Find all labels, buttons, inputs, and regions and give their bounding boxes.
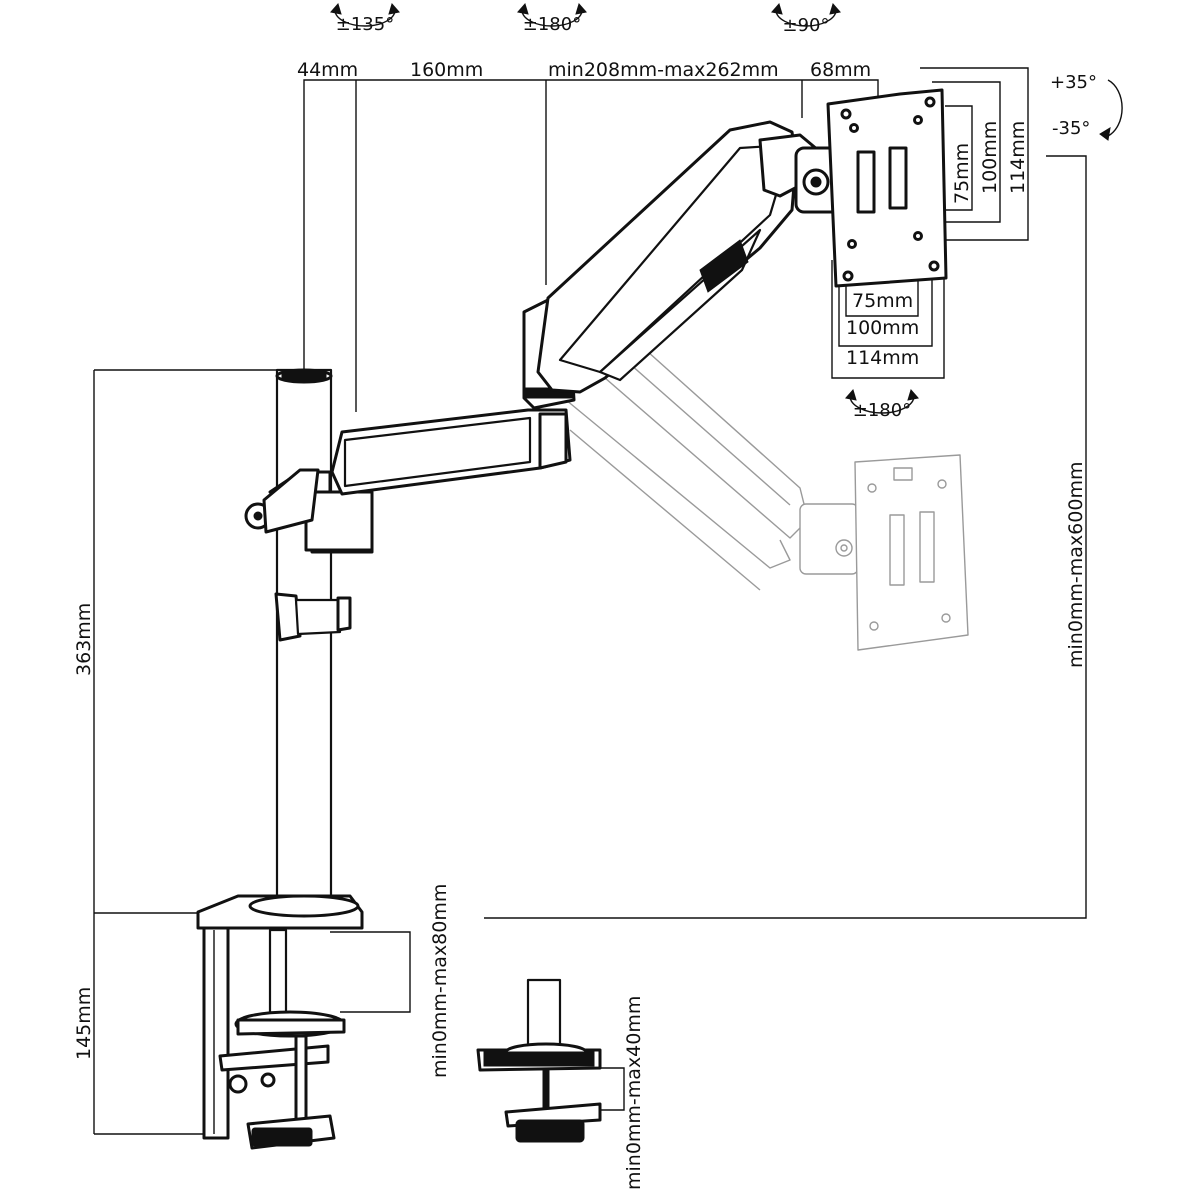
- vesa-frames: [831, 67, 1029, 379]
- grommet-mount: [476, 978, 602, 1143]
- pole-height-label: 363mm: [73, 603, 95, 676]
- upper-gas-spring-arm: [522, 120, 798, 410]
- tilt-arrow: +35° -35°: [1050, 72, 1123, 141]
- tilt-down-label: -35°: [1052, 118, 1090, 139]
- rotation-badge-180-plate: ±180°: [845, 388, 919, 421]
- pole-height-dimension: [93, 369, 300, 1135]
- rotation-badge-180-top: ±180°: [517, 2, 587, 35]
- vesa-horizontal-114: 114mm: [846, 347, 919, 369]
- rotation-label-top-middle: ±180°: [523, 14, 581, 35]
- height-range-label: min0mm-max600mm: [1065, 462, 1087, 668]
- clamp-thickness-label: min0mm-max80mm: [429, 884, 451, 1078]
- rotation-label-top-right: ±90°: [783, 15, 830, 36]
- arm2-length-label: min208mm-max262mm: [548, 59, 779, 81]
- tilt-up-label: +35°: [1050, 72, 1097, 93]
- vesa-horizontal-75: 75mm: [852, 290, 913, 312]
- desk-clamp: [196, 894, 364, 1150]
- top-dimension-lines: [303, 79, 879, 412]
- extended-arm-ghost: [559, 299, 969, 651]
- lower-arm: [244, 408, 572, 554]
- tilt-head: [758, 88, 948, 288]
- rotation-badge-135: ±135°: [330, 2, 400, 35]
- arm1-length-label: 160mm: [410, 59, 483, 81]
- rotation-badge-90: ±90°: [771, 2, 841, 36]
- clamp-height-label: 145mm: [73, 987, 95, 1060]
- rotation-label-top-left: ±135°: [336, 14, 394, 35]
- grommet-thickness-label: min0mm-max40mm: [623, 996, 645, 1190]
- vesa-vertical-100: 100mm: [979, 121, 1001, 194]
- pole-offset-label: 44mm: [297, 59, 358, 81]
- head-length-label: 68mm: [810, 59, 871, 81]
- cable-clip: [274, 592, 352, 642]
- rotation-label-plate: ±180°: [853, 400, 911, 421]
- vesa-horizontal-100: 100mm: [846, 317, 919, 339]
- height-range-dimension: [484, 155, 1087, 919]
- clamp-thickness-dimension: [330, 931, 411, 1013]
- vesa-vertical-114: 114mm: [1007, 121, 1029, 194]
- vesa-vertical-75: 75mm: [951, 143, 973, 204]
